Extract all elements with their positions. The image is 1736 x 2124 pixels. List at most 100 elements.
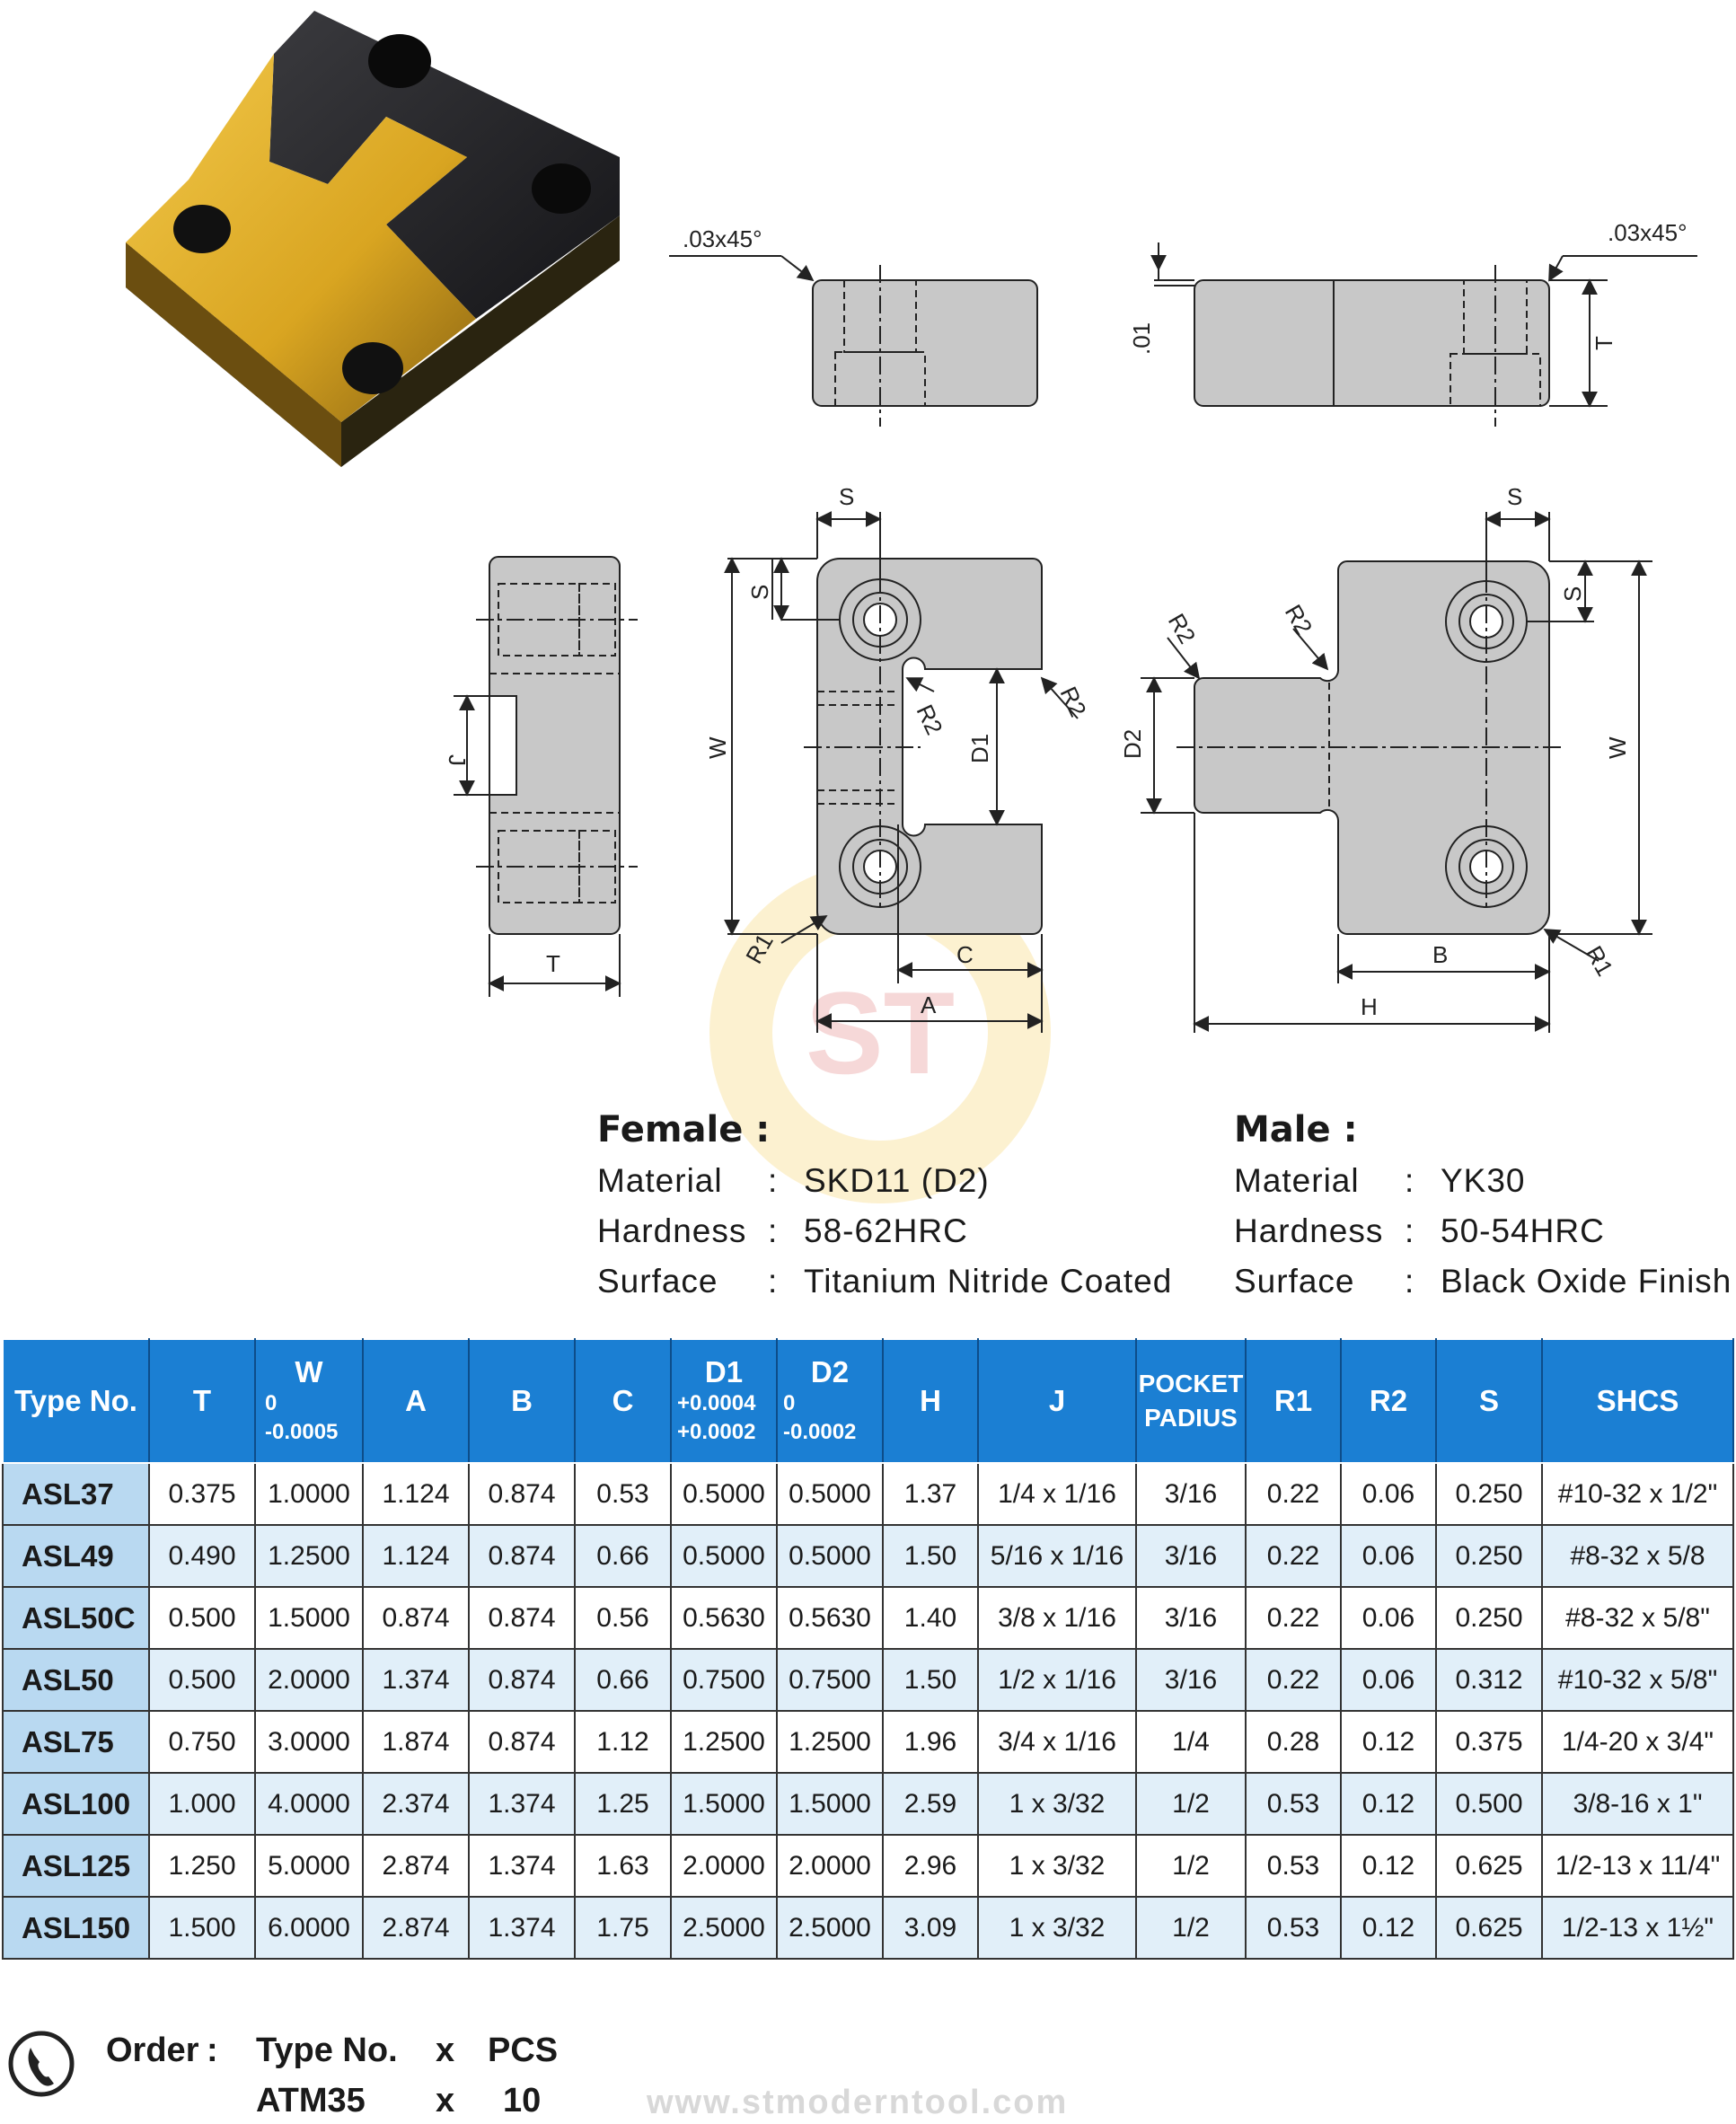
th-j: J [977,1338,1137,1464]
chamfer-label-2: .03x45° [1608,219,1687,246]
cell-w: 4.0000 [254,1772,364,1836]
cell-c: 1.25 [574,1772,672,1836]
cell-pocket: 3/16 [1135,1462,1247,1526]
th-w-tol-upper: 0 [265,1391,278,1415]
cell-t: 0.500 [148,1586,256,1650]
separator: : [1405,1263,1415,1300]
th-d2: D2 0 -0.0002 [776,1338,884,1464]
spec-table: Type No. T W 0 -0.0005 A B C D1 +0.0004 … [2,1338,1734,1960]
cell-s: 0.500 [1435,1772,1543,1836]
cell-j: 1 x 3/32 [977,1834,1137,1898]
dim-R2-male-left: R2 [1163,609,1202,648]
dim-C: C [956,941,974,968]
th-d2-tol-lower: -0.0002 [783,1420,857,1444]
cell-d2: 1.2500 [776,1710,884,1774]
female-title: Female : [597,1109,771,1150]
cell-c: 1.12 [574,1710,672,1774]
dim-R2-male-right: R2 [1280,600,1318,639]
cell-type: ASL125 [2,1834,150,1898]
female-surface-value: Titanium Nitride Coated [804,1263,1173,1300]
cell-r1: 0.53 [1245,1896,1342,1960]
cell-d1: 1.5000 [670,1772,778,1836]
order-type-header: Type No. [256,2031,398,2069]
cell-r2: 0.12 [1340,1896,1437,1960]
male-surface-row: Surface : Black Oxide Finish [1234,1256,1732,1307]
cell-r2: 0.12 [1340,1772,1437,1836]
cell-shcs: 3/8-16 x 1" [1541,1772,1734,1836]
chamfer-label-1: .03x45° [683,225,762,252]
cell-d2: 1.5000 [776,1772,884,1836]
cell-t: 0.490 [148,1524,256,1588]
cell-a: 1.124 [362,1524,470,1588]
order-x-2: x [436,2082,455,2120]
cell-s: 0.625 [1435,1834,1543,1898]
cell-s: 0.250 [1435,1524,1543,1588]
dim-T-top: T [1591,336,1617,350]
cell-d2: 0.7500 [776,1648,884,1712]
cell-w: 2.0000 [254,1648,364,1712]
separator: : [768,1212,779,1249]
cell-j: 3/8 x 1/16 [977,1586,1137,1650]
th-h: H [882,1338,979,1464]
cell-w: 1.2500 [254,1524,364,1588]
separator: : [1405,1162,1415,1199]
cell-type: ASL50 [2,1648,150,1712]
website-link[interactable]: www.stmoderntool.com [647,2084,1069,2121]
cell-a: 2.874 [362,1896,470,1960]
th-d1-tol-upper: +0.0004 [677,1391,756,1415]
cell-type: ASL100 [2,1772,150,1836]
dim-B: B [1432,941,1448,968]
cell-d2: 0.5000 [776,1462,884,1526]
th-d2-tol-upper: 0 [783,1391,796,1415]
dim-W-female: W [704,736,731,759]
male-hardness-label: Hardness [1234,1212,1384,1249]
dim-W-male: W [1604,736,1631,759]
cell-shcs: #10-32 x 5/8" [1541,1648,1734,1712]
cell-shcs: 1/2-13 x 1½" [1541,1896,1734,1960]
cell-type: ASL49 [2,1524,150,1588]
female-spec: Female : Material : SKD11 (D2) Hardness … [597,1109,1172,1307]
cell-pocket: 1/2 [1135,1834,1247,1898]
male-surface-value: Black Oxide Finish [1441,1263,1732,1300]
th-w-tol-lower: -0.0005 [265,1420,339,1444]
cell-d1: 0.5000 [670,1524,778,1588]
dim-R2-female-inner: R2 [912,701,948,739]
th-d1: D1 +0.0004 +0.0002 [670,1338,778,1464]
cell-w: 1.0000 [254,1462,364,1526]
cell-d1: 0.7500 [670,1648,778,1712]
cell-shcs: 1/4-20 x 3/4" [1541,1710,1734,1774]
cell-a: 1.374 [362,1648,470,1712]
flatness-label: .01 [1128,322,1155,355]
cell-b: 0.874 [468,1648,576,1712]
cell-j: 1/4 x 1/16 [977,1462,1137,1526]
cell-a: 1.874 [362,1710,470,1774]
th-c: C [574,1338,672,1464]
cell-r1: 0.53 [1245,1772,1342,1836]
cell-j: 1 x 3/32 [977,1896,1137,1960]
male-title: Male : [1234,1109,1358,1150]
cell-shcs: 1/2-13 x 11/4" [1541,1834,1734,1898]
cell-c: 0.56 [574,1586,672,1650]
cell-h: 3.09 [882,1896,979,1960]
cell-b: 1.374 [468,1772,576,1836]
cell-r1: 0.22 [1245,1586,1342,1650]
cell-r2: 0.06 [1340,1586,1437,1650]
cell-d2: 0.5000 [776,1524,884,1588]
cell-shcs: #8-32 x 5/8 [1541,1524,1734,1588]
th-t: T [148,1338,256,1464]
separator: : [1405,1212,1415,1249]
female-material-label: Material [597,1162,723,1199]
male-material-row: Material : YK30 [1234,1156,1732,1206]
dim-S-female-side: S [746,585,773,600]
th-pocket-2: PADIUS [1144,1404,1238,1432]
male-hardness-value: 50-54HRC [1441,1212,1605,1249]
cell-d1: 0.5000 [670,1462,778,1526]
order-label: Order [106,2031,199,2069]
cell-s: 0.375 [1435,1710,1543,1774]
technical-drawing: .03x45° .03x45° .01 T T J S S W D1 R2 R2… [444,219,1697,1033]
